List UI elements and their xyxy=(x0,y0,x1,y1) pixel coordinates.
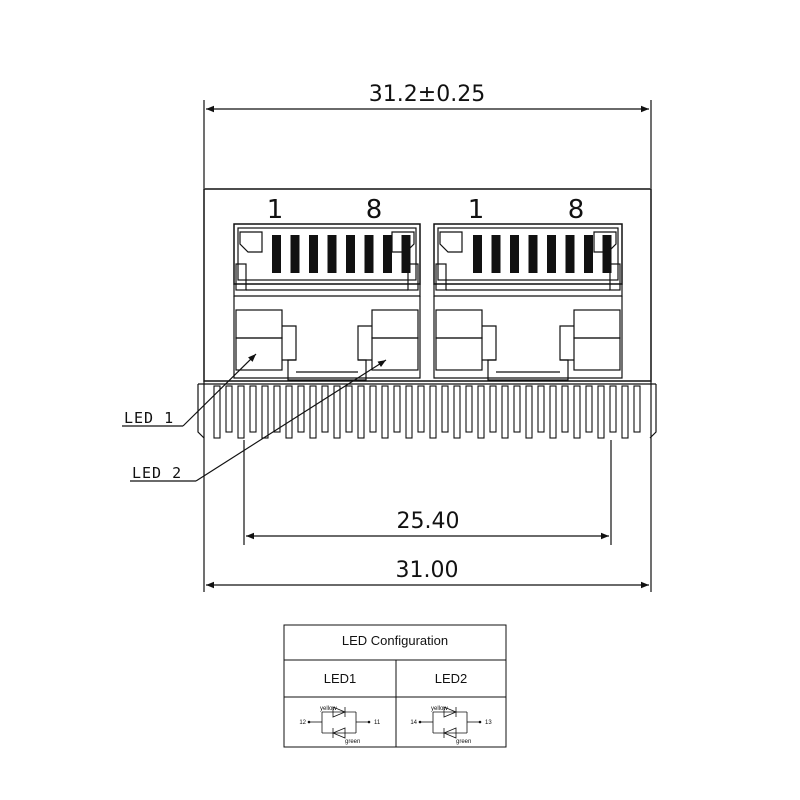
pin xyxy=(405,385,413,439)
pin xyxy=(321,385,329,433)
pin xyxy=(393,385,401,433)
led1-pin-left: 12 xyxy=(299,720,306,726)
led2-green-label: green xyxy=(456,739,471,745)
contact-blade xyxy=(528,235,538,273)
left-port-contacts xyxy=(272,235,411,273)
contact-blade xyxy=(290,235,300,273)
led1-schematic: yellow green 12 11 xyxy=(299,706,381,745)
contact-blade xyxy=(346,235,355,273)
pin xyxy=(357,385,365,439)
led2-schematic: yellow green 14 13 xyxy=(410,706,492,745)
pins xyxy=(213,385,641,439)
pin xyxy=(453,385,461,439)
led-config-table xyxy=(283,624,507,748)
contact-blade xyxy=(383,235,392,273)
pin xyxy=(621,385,629,439)
pin xyxy=(489,385,497,433)
contact-blade xyxy=(565,235,575,273)
pin xyxy=(429,385,437,439)
overall-width-dimension xyxy=(203,100,652,188)
contact-blade xyxy=(510,235,519,273)
pin xyxy=(525,385,533,439)
pin xyxy=(513,385,521,433)
pin xyxy=(309,385,317,439)
pin xyxy=(285,385,293,439)
led1-green-label: green xyxy=(345,739,360,745)
led1-yellow-label: yellow xyxy=(320,706,337,712)
pin xyxy=(573,385,581,439)
left-port xyxy=(233,223,421,381)
pin xyxy=(237,385,245,439)
led1-pin-right: 11 xyxy=(374,720,381,726)
pin xyxy=(333,385,341,439)
pin xyxy=(213,385,221,439)
pin xyxy=(585,385,593,433)
base-width-dimension xyxy=(203,440,652,592)
pin xyxy=(501,385,509,439)
pin xyxy=(477,385,485,439)
right-port-pin8-label: 8 xyxy=(568,195,585,225)
pin xyxy=(225,385,233,433)
pin xyxy=(297,385,305,433)
pin xyxy=(597,385,605,439)
pin-span-dimension xyxy=(243,440,612,545)
led2-pin-right: 13 xyxy=(485,720,492,726)
right-port-contacts xyxy=(473,235,612,273)
contact-blade xyxy=(327,235,337,273)
pin xyxy=(549,385,557,439)
contact-blade xyxy=(547,235,556,273)
pin xyxy=(417,385,425,433)
pin xyxy=(609,385,617,433)
contact-blade xyxy=(272,235,281,273)
pin xyxy=(261,385,269,439)
left-port-pin8-label: 8 xyxy=(366,195,383,225)
led1-column-header: LED1 xyxy=(324,671,357,686)
base-width-label: 31.00 xyxy=(396,558,459,583)
led2-callout-label: LED 2 xyxy=(132,464,182,482)
left-port-pin1-label: 1 xyxy=(267,195,284,225)
led2-yellow-label: yellow xyxy=(431,706,448,712)
contact-blade xyxy=(401,235,411,273)
led2-leader xyxy=(130,359,387,482)
pin xyxy=(345,385,353,433)
right-port xyxy=(433,223,623,381)
led1-callout-label: LED 1 xyxy=(124,409,174,427)
overall-width-label: 31.2±0.25 xyxy=(369,82,485,107)
pin xyxy=(465,385,473,433)
pin xyxy=(537,385,545,433)
contact-blade xyxy=(584,235,593,273)
contact-blade xyxy=(364,235,374,273)
pin xyxy=(441,385,449,433)
pin-row xyxy=(197,381,657,440)
pin xyxy=(381,385,389,439)
pin xyxy=(273,385,281,433)
pin xyxy=(249,385,257,433)
contact-blade xyxy=(309,235,318,273)
housing-outline xyxy=(203,188,652,382)
contact-blade xyxy=(491,235,501,273)
led2-column-header: LED2 xyxy=(435,671,468,686)
pin xyxy=(369,385,377,433)
pin xyxy=(561,385,569,433)
right-port-pin1-label: 1 xyxy=(468,195,485,225)
contact-blade xyxy=(473,235,482,273)
pin-span-label: 25.40 xyxy=(397,509,460,534)
led1-leader xyxy=(122,353,257,427)
led-config-title: LED Configuration xyxy=(342,633,448,648)
contact-blade xyxy=(602,235,612,273)
led2-pin-left: 14 xyxy=(410,720,417,726)
pin xyxy=(633,385,641,433)
